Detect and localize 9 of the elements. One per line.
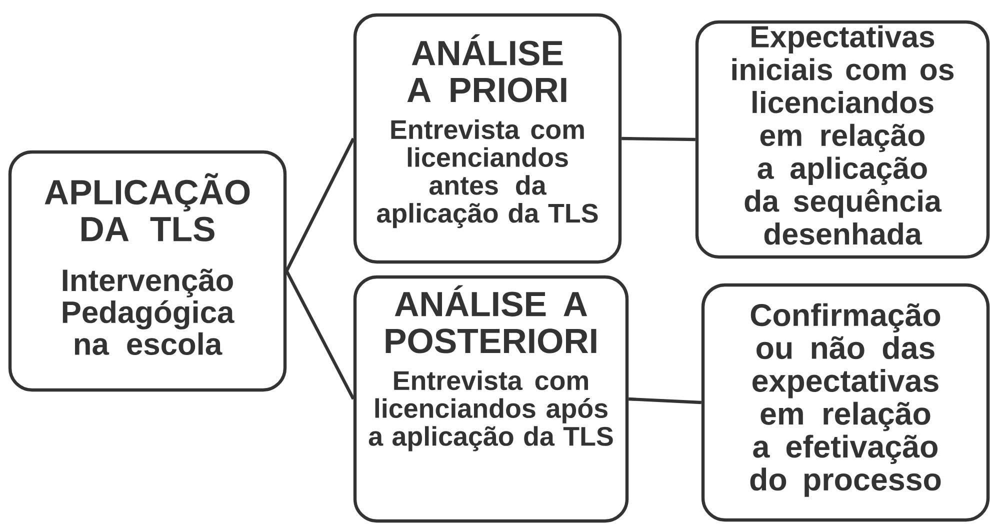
connector-line — [285, 138, 355, 272]
process-box: ANÁLISE A POSTERIORI Entrevista com licenciandos após a aplicação da TLS — [353, 275, 629, 523]
connector-line — [628, 397, 702, 404]
process-box: Confirmação ou não das expectativas em relação a efetivação do processo — [701, 283, 990, 522]
connector-line — [285, 270, 355, 400]
process-box: ANÁLISE A PRIORI Entrevista com licenciandos antes da aplicação da TLS — [353, 13, 622, 264]
process-box: APLICAÇÃO DA TLS Intervenção Pedagógica na escola — [8, 150, 287, 392]
connector-line — [622, 136, 696, 142]
process-box: Expectativas iniciais com os licenciandos em relação a aplicação da sequência desenhada — [695, 20, 990, 259]
